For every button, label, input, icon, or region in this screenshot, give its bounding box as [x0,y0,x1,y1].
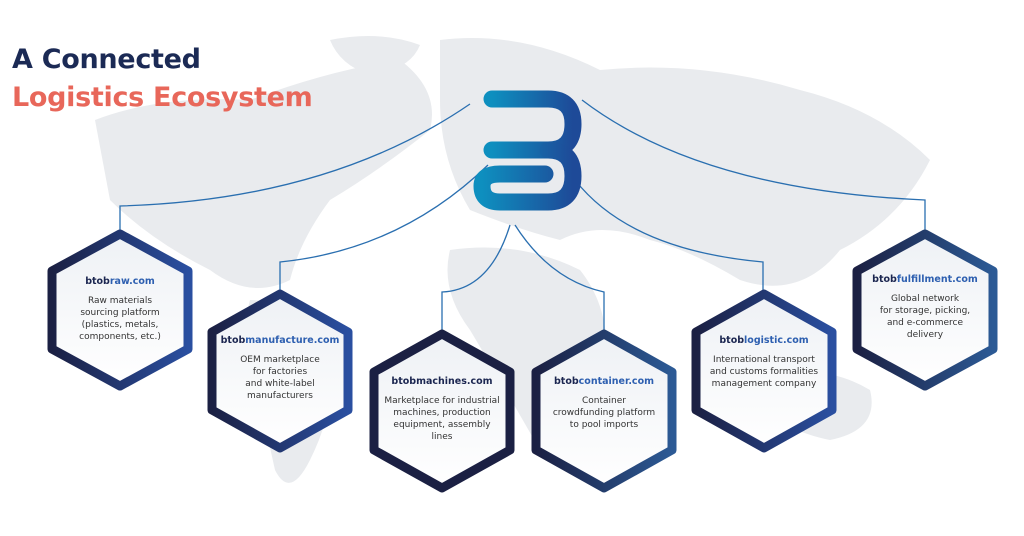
platform-card-container[interactable]: btobcontainer.com Container crowdfunding… [539,376,669,431]
platform-card-fulfillment[interactable]: btobfulfillment.com Global network for s… [860,274,990,341]
hex-fulfillment [852,229,998,391]
hex-logistic [691,289,837,453]
platform-name: btobmachines.com [391,376,493,387]
platform-name: btoblogistic.com [719,335,809,346]
platform-card-raw[interactable]: btobraw.com Raw materials sourcing platf… [55,276,185,343]
hex-machines [369,329,515,493]
hex-raw [47,229,193,391]
platform-description: OEM marketplace for factories and white-… [240,355,320,401]
hex-manufacture [207,289,353,453]
platform-card-logistic[interactable]: btoblogistic.com International transport… [699,335,829,390]
platform-card-manufacture[interactable]: btobmanufacture.com OEM marketplace for … [215,335,345,402]
title-line-2: Logistics Ecosystem [12,82,313,113]
platform-name: btobcontainer.com [553,376,654,387]
title-line-1: A Connected [12,44,201,75]
platform-description: Global network for storage, picking, and… [879,294,971,340]
hex-container [531,329,677,493]
platform-description: Container crowdfunding platform to pool … [552,396,656,430]
connector-lines [119,99,926,330]
platform-name: btobfulfillment.com [872,274,978,285]
platform-description: Raw materials sourcing platform (plastic… [79,296,161,342]
platform-name: btobraw.com [85,276,155,287]
hexagons [47,229,998,493]
platform-description: International transport and customs form… [709,355,819,389]
platform-name: btobmanufacture.com [220,335,340,346]
platform-description: Marketplace for industrial machines, pro… [384,396,500,442]
platform-card-machines[interactable]: btobmachines.com Marketplace for industr… [377,376,507,443]
btob-logo [473,90,582,211]
